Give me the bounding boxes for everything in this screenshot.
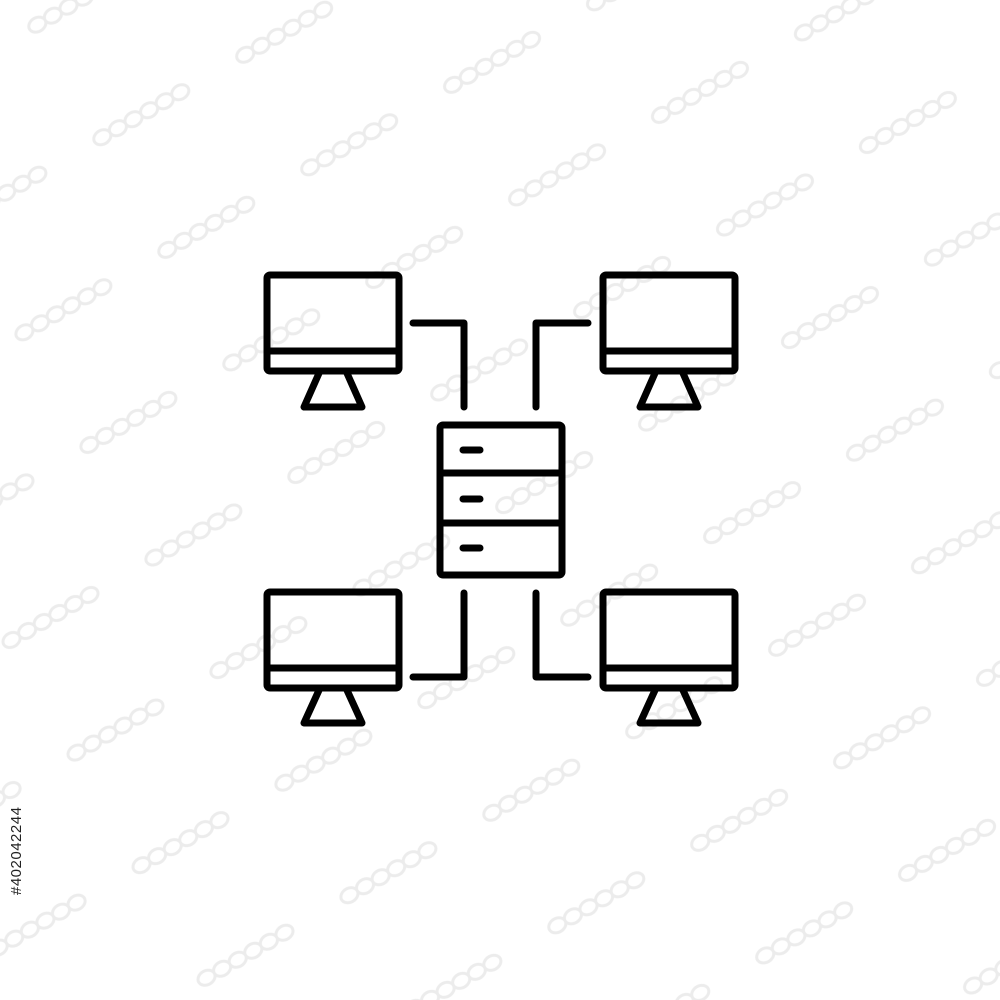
- connector-bottom-right: [532, 589, 592, 681]
- monitor-icon-top-right: [599, 271, 739, 411]
- connector-top-left: [409, 319, 468, 411]
- server-rack-icon: [436, 421, 566, 579]
- monitor-icon-bottom-left: [263, 588, 403, 727]
- connector-bottom-left: [409, 589, 468, 681]
- connector-top-right: [532, 319, 592, 411]
- monitor-icon-bottom-right: [599, 588, 739, 727]
- stock-asset-id: #402042244: [8, 806, 25, 895]
- monitor-icon-top-left: [263, 271, 403, 411]
